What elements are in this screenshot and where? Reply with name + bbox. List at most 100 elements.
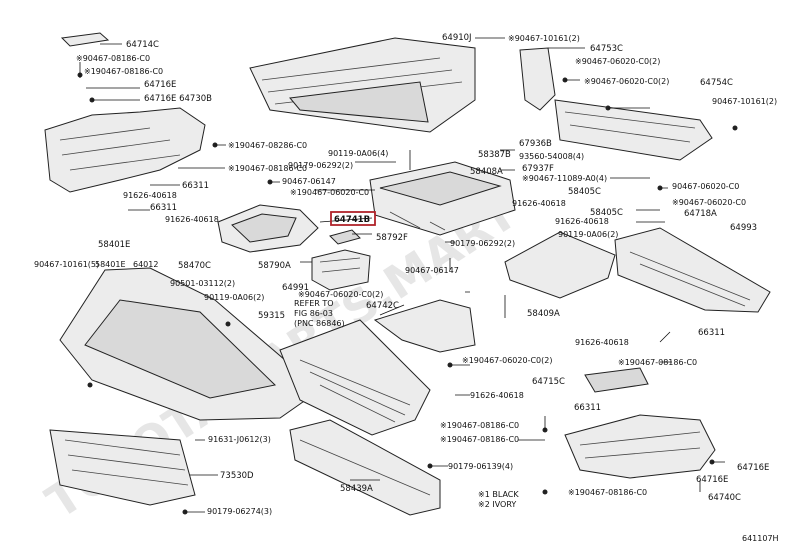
label-66311-d[interactable]: 66311 [574, 403, 601, 413]
label-l09: 91626-40618 [123, 191, 177, 200]
label-64716e-a[interactable]: 64716E [144, 80, 176, 90]
label-58439a[interactable]: 58439A [340, 484, 373, 494]
label-64910j[interactable]: 64910J [442, 33, 472, 43]
label-l28: ※90467-11089-A0(4) [522, 174, 607, 183]
label-64740c[interactable]: 64740C [708, 493, 741, 503]
label-58405c-b[interactable]: 58405C [590, 208, 623, 218]
part-64741b-shape[interactable] [217, 204, 319, 253]
label-l11: 91626-40618 [165, 215, 219, 224]
label-l31: 91626-40618 [512, 199, 566, 208]
part-64740c-shape[interactable] [564, 414, 716, 479]
label-l13: ※90467-10161(2) [508, 34, 580, 43]
label-l20: 93560-54008(4) [519, 152, 584, 161]
part-64742c-shape[interactable] [373, 299, 476, 353]
label-refer-to: REFER TO [294, 299, 334, 308]
label-l61: ※190467-06020-C0(2) [462, 356, 552, 365]
highlight-box [330, 211, 376, 226]
part-58790a-shape[interactable] [311, 249, 371, 291]
label-66311-a[interactable]: 66311 [182, 181, 209, 191]
part-58401e-shape[interactable] [59, 267, 321, 421]
label-l40: 90179-06292(2) [450, 239, 515, 248]
label-58401e-a[interactable]: 58401E [98, 240, 130, 250]
label-l25: ※190467-06020-C0 [290, 188, 369, 197]
label-l37: 90119-0A06(2) [558, 230, 618, 239]
label-64715c[interactable]: 64715C [532, 377, 565, 387]
label-l51: ※90467-06020-C0(2) [298, 290, 383, 299]
part-58792f-shape[interactable] [329, 229, 361, 245]
label-64716e-c[interactable]: 64716E [696, 475, 728, 485]
part-64910j-shape[interactable] [249, 37, 476, 133]
part-58408a-shape[interactable] [369, 161, 516, 236]
label-64742c[interactable]: 64742C [366, 301, 399, 311]
diagram-code: 641107H [742, 534, 779, 543]
label-66311-b[interactable]: 66311 [150, 203, 177, 213]
label-l43: 58401E [95, 260, 126, 269]
label-l16: ※90467-06020-C0(2) [584, 77, 669, 86]
label-58387b[interactable]: 58387B [478, 150, 511, 160]
label-l67: 91631-J0612(3) [208, 435, 271, 444]
label-73530d[interactable]: 73530D [220, 471, 254, 481]
label-66311-c[interactable]: 66311 [698, 328, 725, 338]
label-pnc: (PNC 86846) [294, 319, 345, 328]
label-64716e-b[interactable]: 64716E [737, 463, 769, 473]
part-64730b-shape[interactable] [44, 107, 206, 193]
label-64741b[interactable]: 64741B [334, 215, 370, 225]
label-64730b[interactable]: 64716E 64730B [144, 94, 212, 104]
part-58409a-shape[interactable] [504, 231, 616, 299]
label-l42: 90467-10161(5) [34, 260, 99, 269]
label-l23: 90179-06292(2) [288, 161, 353, 170]
label-l49: 90119-0A06(2) [204, 293, 264, 302]
part-58439a-bar-shape[interactable] [289, 419, 441, 516]
part-64715c-shape[interactable] [584, 367, 649, 393]
part-73530d-shape[interactable] [49, 429, 196, 506]
label-l76: ※190467-08186-C0 [568, 488, 647, 497]
label-64991[interactable]: 64991 [282, 283, 309, 293]
label-64993[interactable]: 64993 [730, 223, 757, 233]
label-58790a[interactable]: 58790A [258, 261, 291, 271]
label-64753c[interactable]: 64753C [590, 44, 623, 54]
part-64714c-shape[interactable] [60, 32, 110, 47]
label-fig: FIG 86-03 [294, 309, 333, 318]
label-58792f[interactable]: 58792F [376, 233, 408, 243]
label-l07: ※190467-08186-C0 [228, 164, 307, 173]
label-l30: 90467-06020-C0 [672, 182, 739, 191]
label-59315[interactable]: 59315 [258, 311, 285, 321]
label-l35: 91626-40618 [555, 217, 609, 226]
label-l60: ※190467-08186-C0 [618, 358, 697, 367]
label-64718a[interactable]: 64718A [684, 209, 717, 219]
label-l22: 90119-0A06(4) [328, 149, 388, 158]
label-l46: 90501-03112(2) [170, 279, 235, 288]
label-l69: 90179-06139(4) [448, 462, 513, 471]
label-black: ※1 BLACK [478, 490, 519, 499]
label-l03: ※190467-08186-C0 [84, 67, 163, 76]
label-58409a[interactable]: 58409A [527, 309, 560, 319]
label-l24: 90467-06147 [282, 177, 336, 186]
label-67936b[interactable]: 67936B [519, 139, 552, 149]
label-l58: 91626-40618 [575, 338, 629, 347]
label-l65: ※190467-08186-C0 [440, 421, 519, 430]
part-64754c-shape[interactable] [519, 47, 713, 161]
label-58470c[interactable]: 58470C [178, 261, 211, 271]
label-l62: 91626-40618 [470, 391, 524, 400]
label-l02: ※90467-08186-C0 [76, 54, 150, 63]
part-58439a-shape[interactable] [279, 319, 431, 436]
label-l32: ※90467-06020-C0 [672, 198, 746, 207]
labels: 64714C ※90467-08186-C0 ※190467-08186-C0 … [34, 33, 779, 543]
label-l66: ※190467-08186-C0 [440, 435, 519, 444]
label-l15: ※90467-06020-C0(2) [575, 57, 660, 66]
label-ivory: ※2 IVORY [478, 500, 516, 509]
leader-lines [79, 37, 725, 513]
label-67937f[interactable]: 67937F [522, 164, 554, 174]
label-58405c-a[interactable]: 58405C [568, 187, 601, 197]
label-l06: ※190467-08286-C0 [228, 141, 307, 150]
label-58408a[interactable]: 58408A [470, 167, 503, 177]
label-l48: 90467-06147 [405, 266, 459, 275]
part-64993-shape[interactable] [614, 227, 771, 313]
label-l44: 64012 [133, 260, 158, 269]
label-l73: 90179-06274(3) [207, 507, 272, 516]
label-64714c[interactable]: 64714C [126, 40, 159, 50]
label-64754c[interactable]: 64754C [700, 78, 733, 88]
label-l18: 90467-10161(2) [712, 97, 777, 106]
